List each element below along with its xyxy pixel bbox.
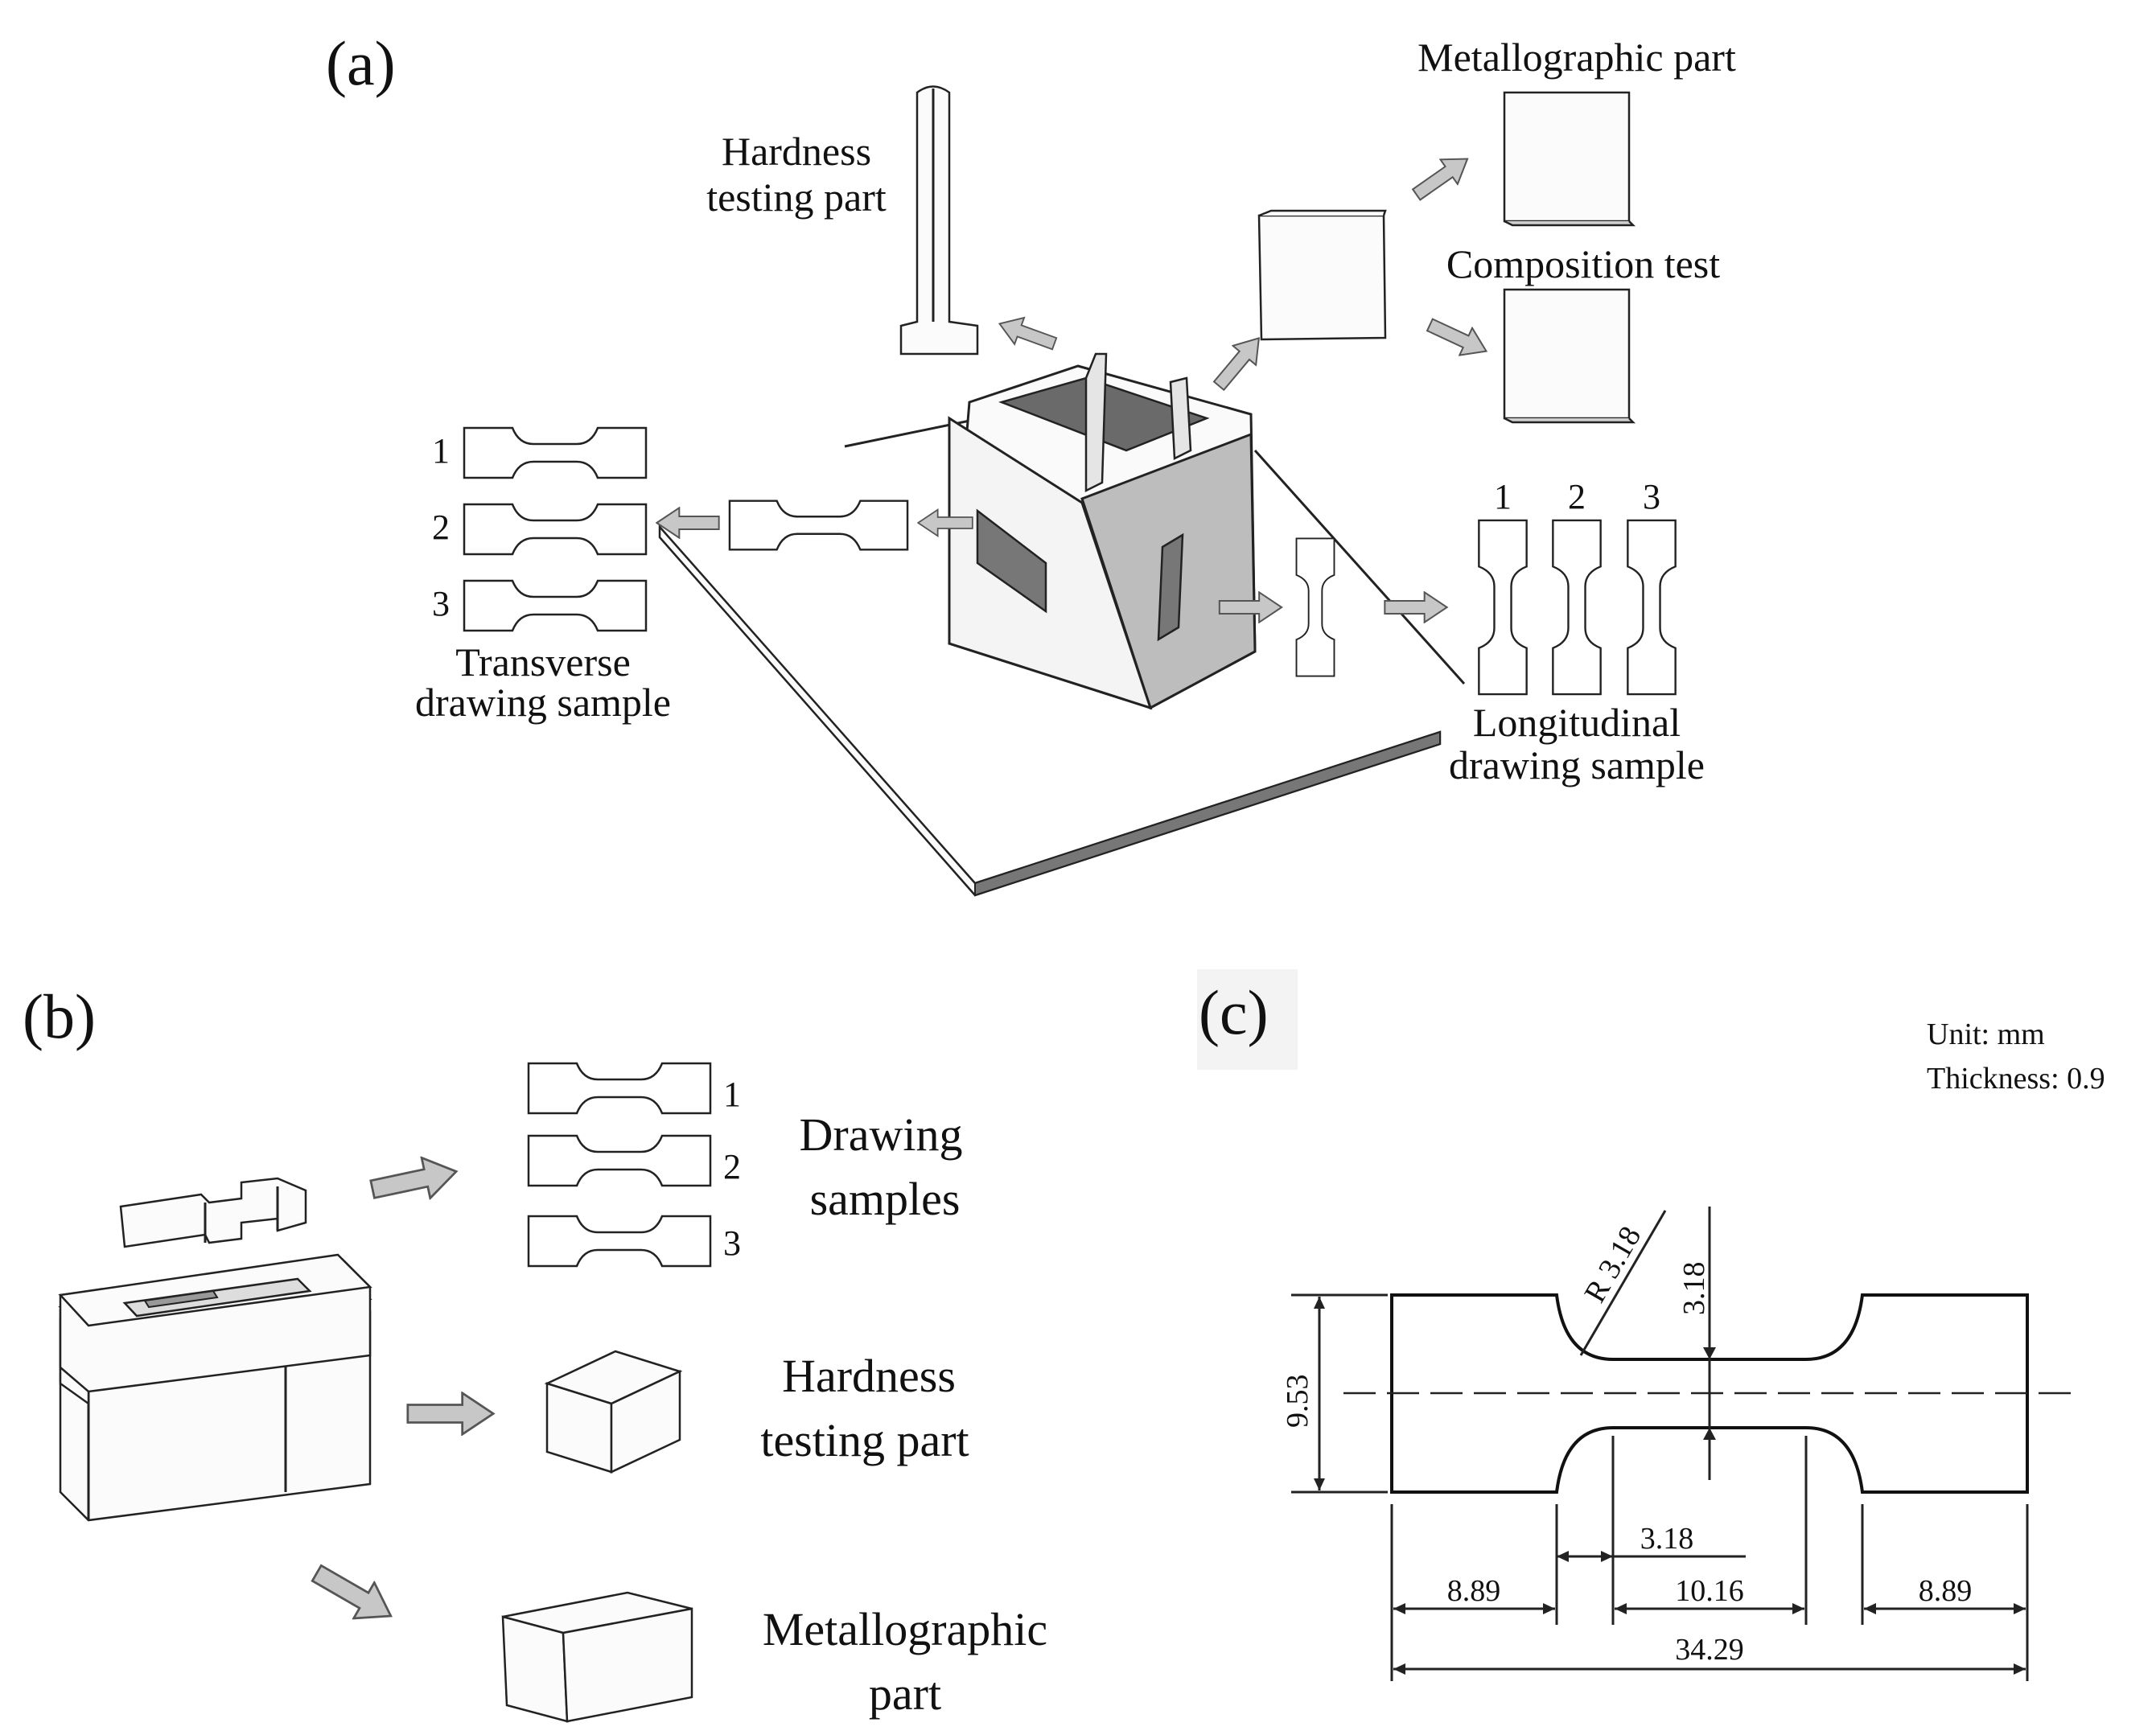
dim-overall-length: 34.29 [1675,1633,1744,1667]
arrow-to-longitudinal-samples [1384,591,1448,623]
longitudinal-label-line2: drawing sample [1449,742,1705,787]
dim-gauge-width: 3.18 [1677,1262,1711,1316]
arrow-to-drawing-samples [366,1149,463,1211]
longitudinal-sample-3 [1627,519,1677,696]
slice-block-a [1257,209,1387,341]
radius-leader [1579,1210,1667,1356]
metallographic-label-a: Metallographic part [1417,35,1736,80]
drawing-number-1: 1 [723,1075,741,1114]
drawing-number-2: 2 [723,1147,741,1186]
longitudinal-piece [1295,537,1335,677]
panel-a: (a) Hardness testing part [326,28,1736,897]
transverse-number-2: 2 [432,508,450,547]
dim-fillet-offset: 3.18 [1640,1522,1694,1556]
arrow-to-hardness-a [994,309,1060,358]
metallographic-block-b [501,1591,693,1723]
transverse-sample-2 [463,503,648,556]
panel-b-label: (b) [23,981,96,1051]
hardness-label-a-line2: testing part [706,175,887,220]
transverse-label-line1: Transverse [455,639,631,685]
dim-overall-width: 9.53 [1281,1375,1315,1429]
metallographic-label-b-line1: Metallographic [763,1603,1047,1655]
transverse-label-line2: drawing sample [415,680,671,725]
hardness-label-a-line1: Hardness [722,129,871,174]
longitudinal-sample-2 [1552,519,1602,696]
hardness-cube-b [544,1350,683,1474]
panel-c: (c) Unit: mm Thickness: 0.9 R 3.18 3.18 … [1197,969,2105,1681]
longitudinal-label-line1: Longitudinal [1473,700,1681,745]
transverse-sample-1 [463,426,648,479]
arrow-to-metallographic-a [1406,146,1477,208]
drawing-label-line2: samples [810,1173,961,1225]
metallographic-label-b-line2: part [869,1667,941,1720]
dim-grip-right: 8.89 [1919,1574,1973,1608]
drawing-number-3: 3 [723,1223,741,1263]
build-plate [658,417,1466,897]
transverse-number-3: 3 [432,584,450,623]
dim-radius: R 3.18 [1578,1221,1648,1309]
dim-gauge-length: 10.16 [1675,1574,1744,1608]
dim-grip-left: 8.89 [1447,1574,1501,1608]
longitudinal-number-1: 1 [1494,477,1512,516]
composition-label-a: Composition test [1446,241,1720,286]
hardness-label-b-line1: Hardness [782,1350,956,1402]
drawing-sample-2 [527,1134,712,1187]
drawing-sample-3 [527,1215,712,1268]
metallographic-square-a [1503,91,1636,227]
panel-b: (b) 1 2 3 Drawing samples [23,981,1047,1723]
stacked-block-b [58,1253,372,1522]
panel-a-label: (a) [326,28,396,98]
longitudinal-number-3: 3 [1643,477,1660,516]
drawing-sample-1 [527,1062,712,1115]
unit-note: Unit: mm [1927,1018,2045,1051]
hardness-label-b-line2: testing part [760,1414,969,1466]
longitudinal-sample-1 [1478,519,1528,696]
printed-part [948,352,1257,710]
thickness-note: Thickness: 0.9 [1927,1062,2105,1096]
panel-c-label: (c) [1199,977,1269,1047]
arrow-to-metallographic-block [307,1556,401,1634]
arrow-to-hardness-cube [405,1392,496,1436]
transverse-piece [728,500,909,551]
composition-square-a [1503,288,1636,424]
hardness-part-a [899,85,979,356]
drawing-label-line1: Drawing [800,1108,963,1161]
arrow-to-composition-a [1422,310,1494,366]
longitudinal-number-2: 2 [1568,477,1586,516]
small-piece-b [119,1177,307,1248]
transverse-sample-3 [463,579,648,632]
transverse-number-1: 1 [432,431,450,471]
